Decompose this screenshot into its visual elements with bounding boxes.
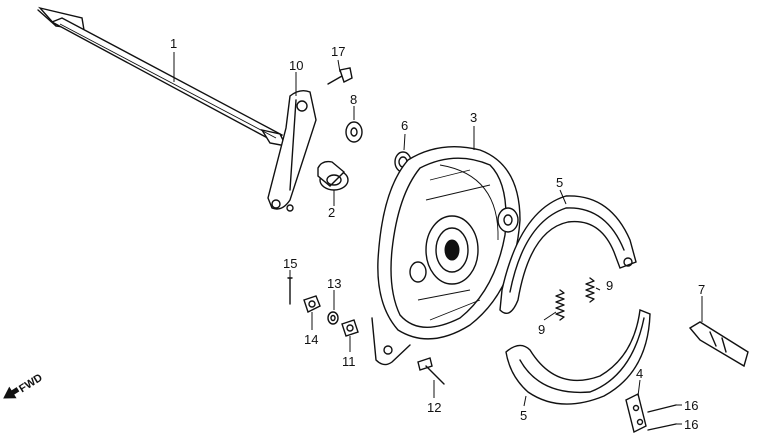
brake-rod-part [37, 6, 288, 147]
plate-4-part [625, 392, 647, 434]
callout-17: 17 [331, 44, 345, 59]
callout-14: 14 [304, 332, 318, 347]
callout-1: 1 [170, 36, 177, 51]
bushing-part [317, 160, 349, 191]
callout-16-upper: 16 [684, 398, 698, 413]
callout-15: 15 [283, 256, 297, 271]
callout-6: 6 [401, 118, 408, 133]
nut-14-part [303, 295, 321, 313]
callout-8: 8 [350, 92, 357, 107]
callout-9-left: 9 [538, 322, 545, 337]
callout-10: 10 [289, 58, 303, 73]
brake-arm-part [267, 89, 317, 212]
springs-part [555, 277, 595, 321]
callout-11: 11 [342, 354, 356, 369]
brake-shoe-lower-part [505, 309, 651, 405]
callout-7: 7 [698, 282, 705, 297]
clips-16-part [647, 404, 677, 431]
forward-arrow-icon [3, 386, 20, 399]
callout-16-lower: 16 [684, 417, 698, 432]
callout-12: 12 [427, 400, 441, 415]
callout-3: 3 [470, 110, 477, 125]
bolt-12-part [417, 357, 445, 385]
nut-11-part [341, 319, 359, 337]
pin-15-part [287, 277, 293, 305]
callout-4: 4 [636, 366, 643, 381]
callout-5-upper: 5 [556, 175, 563, 190]
callout-5-lower: 5 [520, 408, 527, 423]
callout-13: 13 [327, 276, 341, 291]
callout-9-right: 9 [606, 278, 613, 293]
callout-labels: 1 2 3 4 5 5 6 7 8 9 9 10 11 12 13 14 15 … [170, 36, 705, 432]
washer-13-part [327, 311, 339, 325]
washer-8-part [345, 121, 363, 143]
leader-lines [173, 52, 703, 425]
brake-cam-part [688, 321, 749, 368]
brake-panel-part [371, 145, 521, 366]
forward-label: FWD [17, 372, 45, 395]
forward-direction-indicator: FWD [3, 372, 45, 399]
bolt-17-part [327, 67, 353, 85]
brake-shoe-upper-part [499, 195, 637, 314]
callout-2: 2 [328, 205, 335, 220]
